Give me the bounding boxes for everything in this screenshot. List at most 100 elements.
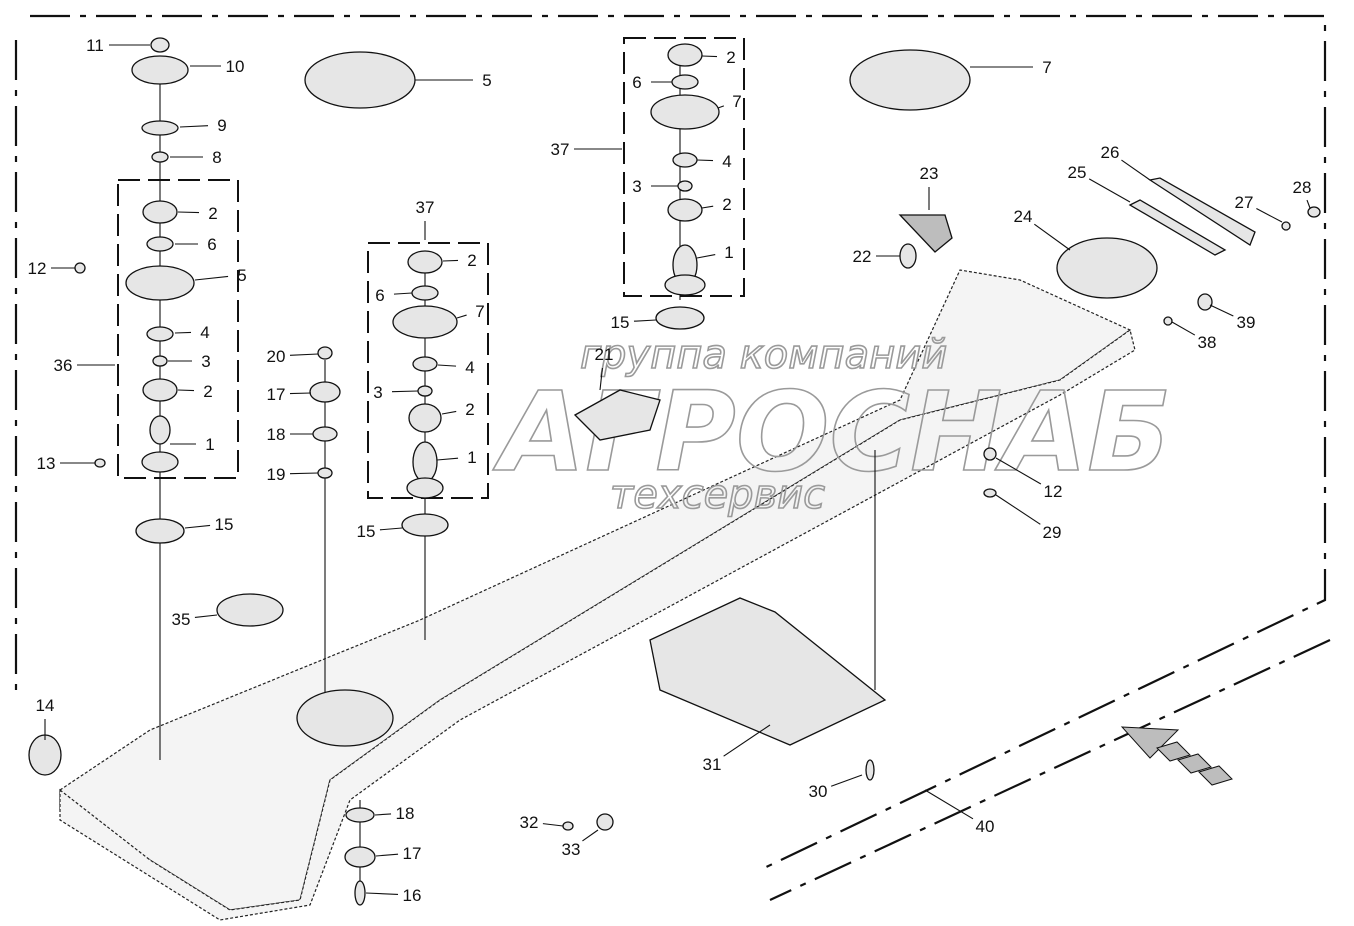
callout-label: 6 [375, 286, 384, 305]
callout-2: 2 [177, 204, 218, 223]
callout-label: 31 [703, 755, 722, 774]
callout-label: 9 [217, 116, 226, 135]
callout-label: 13 [37, 454, 56, 473]
leader-line [393, 292, 413, 295]
callout-label: 4 [465, 358, 474, 377]
large-gear [296, 689, 394, 747]
washer [562, 821, 574, 831]
flange [131, 55, 189, 85]
callout-label: 8 [212, 148, 221, 167]
leader-line [442, 259, 459, 262]
leader-line [830, 774, 863, 787]
cap [309, 381, 341, 403]
callout-6: 6 [632, 73, 672, 92]
leader-line [995, 457, 1042, 485]
callout-7: 7 [717, 92, 742, 111]
callout-14: 14 [36, 696, 54, 740]
leader-line [289, 353, 319, 356]
callout-label: 39 [1237, 313, 1256, 332]
callout-24: 24 [1014, 207, 1071, 251]
callout-2: 2 [441, 400, 475, 419]
callout-label: 30 [809, 782, 828, 801]
callout-28: 28 [1293, 178, 1311, 209]
bearing [407, 250, 443, 274]
callout-18: 18 [267, 425, 313, 444]
callout-1: 1 [696, 243, 734, 262]
leader-line [1256, 208, 1283, 223]
callout-label: 32 [520, 813, 539, 832]
deflector-23 [898, 214, 953, 253]
callout-1: 1 [170, 435, 215, 454]
callout-label: 21 [595, 345, 614, 364]
leader-line [1306, 199, 1311, 209]
callout-label: 38 [1198, 333, 1217, 352]
callout-17: 17 [267, 385, 312, 404]
bearing-housing-plate [849, 49, 971, 111]
leader-line [701, 205, 714, 209]
plug [1197, 293, 1213, 311]
callout-label: 35 [172, 610, 191, 629]
leader-line [701, 55, 718, 58]
shim-25 [1128, 199, 1227, 256]
o-ring [401, 513, 449, 537]
callout-label: 24 [1014, 207, 1033, 226]
washer [1281, 221, 1291, 231]
callout-label: 15 [611, 313, 630, 332]
callout-8: 8 [170, 148, 222, 167]
leader-line [194, 275, 229, 281]
leader-line [1034, 223, 1071, 251]
travel-direction-arrow [1120, 726, 1233, 786]
screw [354, 880, 366, 906]
screw [1307, 206, 1321, 218]
leader-line [177, 389, 195, 392]
callout-label: 4 [200, 323, 209, 342]
bearing [142, 378, 178, 402]
seal [146, 236, 174, 252]
callout-label: 1 [205, 435, 214, 454]
seal [146, 326, 174, 342]
callout-label: 18 [267, 425, 286, 444]
callout-label: 25 [1068, 163, 1087, 182]
cutterbar-side [59, 328, 1136, 921]
callout-label: 11 [86, 36, 104, 55]
leader-line [179, 125, 209, 128]
callout-label: 1 [467, 448, 476, 467]
leader-line [717, 105, 725, 109]
seal [411, 285, 439, 301]
plug [899, 243, 917, 269]
leader-line [1088, 178, 1131, 203]
watermark-line1: группа компаний [580, 332, 947, 378]
callout-10: 10 [190, 57, 244, 76]
o-ring [1163, 316, 1173, 326]
callout-label: 37 [416, 198, 435, 217]
callout-3: 3 [632, 177, 678, 196]
callout-label: 7 [732, 92, 741, 111]
callout-19: 19 [267, 465, 319, 484]
leader-line [599, 367, 604, 391]
key [94, 458, 106, 468]
callout-40: 40 [924, 789, 994, 836]
leader-line [436, 457, 459, 461]
callout-label: 6 [207, 235, 216, 254]
callout-11: 11 [86, 36, 150, 55]
callout-label: 3 [201, 352, 210, 371]
callout-4: 4 [696, 152, 732, 171]
callout-23: 23 [920, 164, 938, 210]
callout-4: 4 [437, 358, 475, 377]
callout-label: 27 [1235, 193, 1254, 212]
subassembly-36-box [117, 179, 239, 479]
callout-5: 5 [415, 71, 492, 90]
callout-2: 2 [442, 251, 477, 270]
callout-label: 3 [373, 383, 382, 402]
callout-label: 2 [726, 48, 735, 67]
bearing [408, 403, 442, 433]
callout-label: 7 [475, 302, 484, 321]
callout-label: 17 [403, 844, 422, 863]
leader-line [374, 813, 392, 816]
bearing [142, 200, 178, 224]
callout-label: 6 [632, 73, 641, 92]
callout-16: 16 [365, 886, 421, 905]
callout-label: 2 [722, 195, 731, 214]
